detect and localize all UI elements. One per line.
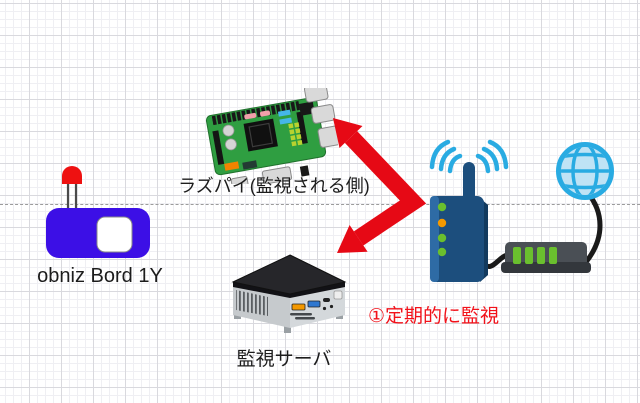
modem-lights <box>513 247 557 264</box>
obniz-board-label: obniz Bord 1Y <box>37 265 163 287</box>
double-arrow-icon <box>333 118 427 253</box>
raspberry-pi-label: ラズパイ(監視される側) <box>178 176 370 196</box>
router-status-lights <box>437 202 447 257</box>
server-vents <box>236 290 268 316</box>
server-top-face <box>231 254 347 295</box>
server-ports <box>290 290 343 320</box>
pin-grid <box>288 122 303 147</box>
cpu-chip <box>243 118 278 152</box>
raspberry-pi-icon <box>205 88 338 184</box>
led-icon <box>62 166 82 214</box>
gpio-header <box>211 101 300 126</box>
obniz-board-button <box>96 216 133 253</box>
modem-icon <box>501 242 591 273</box>
router-network-group <box>429 139 614 282</box>
mini-pc-server-icon <box>231 254 347 333</box>
wifi-router-icon <box>430 196 488 282</box>
antenna-icon <box>463 162 475 204</box>
obniz-board-icon <box>46 166 150 258</box>
dashed-divider-line <box>0 204 640 205</box>
annotation-text: ①定期的に監視 <box>368 306 500 327</box>
internet-globe-icon <box>556 142 614 200</box>
monitoring-server-label: 監視サーバ <box>236 349 332 370</box>
server-top-edge <box>233 282 345 298</box>
wifi-waves-icon <box>429 139 509 174</box>
